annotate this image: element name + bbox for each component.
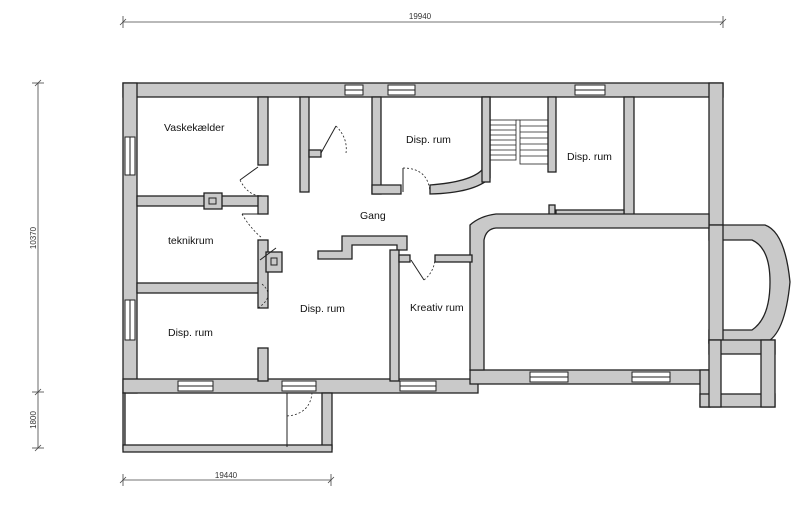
dimension-top-label: 19940 <box>409 12 432 21</box>
room-label-gang: Gang <box>360 210 386 222</box>
dimension-left: 10370 1800 <box>29 79 44 452</box>
doors <box>239 125 436 447</box>
dimension-bottom-label: 19440 <box>215 471 238 480</box>
walls <box>122 82 791 453</box>
dimension-left-lower-label: 1800 <box>29 411 38 429</box>
room-label-vaskekaelder: Vaskekælder <box>164 122 225 134</box>
dimension-left-main-label: 10370 <box>29 226 38 249</box>
room-label-disp-top-right: Disp. rum <box>567 151 612 163</box>
room-labels: Vaskekælder teknikrum Disp. rum Disp. ru… <box>164 122 612 339</box>
room-label-disp-left-lower: Disp. rum <box>168 327 213 339</box>
room-label-teknikrum: teknikrum <box>168 235 214 247</box>
room-label-kreativ: Kreativ rum <box>410 302 464 314</box>
windows <box>124 84 671 392</box>
staircase <box>489 119 549 165</box>
room-label-disp-top-center: Disp. rum <box>406 134 451 146</box>
dimension-top: 19940 <box>119 12 727 28</box>
room-label-disp-center: Disp. rum <box>300 303 345 315</box>
dimension-bottom: 19440 <box>119 471 335 486</box>
